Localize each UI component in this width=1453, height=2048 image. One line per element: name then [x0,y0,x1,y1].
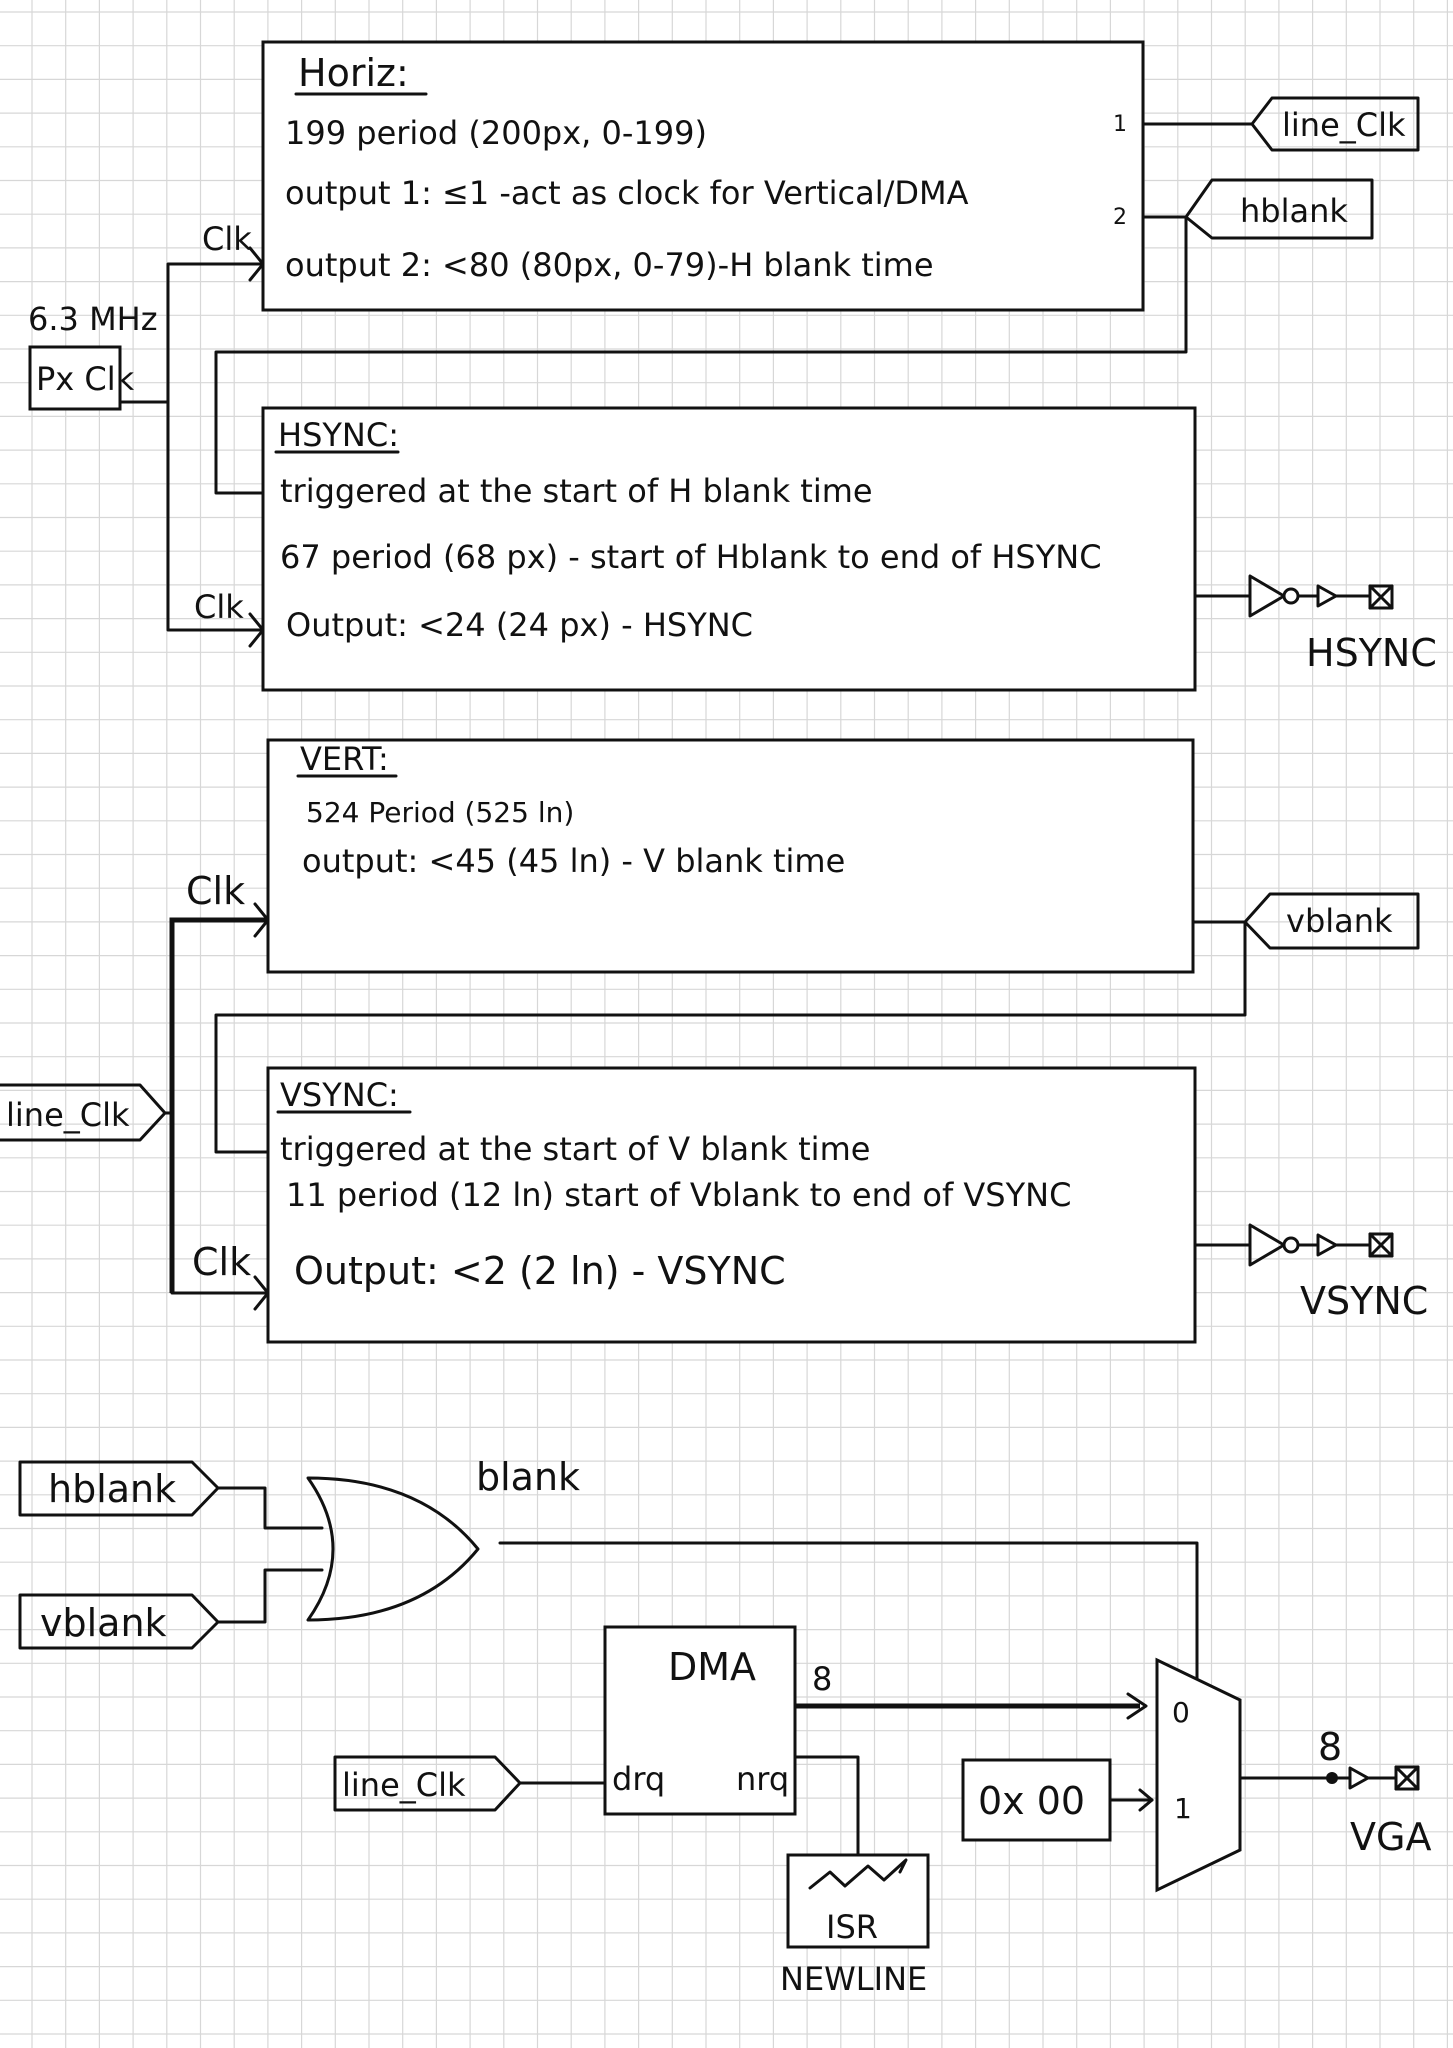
vsync-clk-label: Clk [192,1240,251,1284]
hsync-out-label: HSYNC [1306,631,1437,675]
blank-to-mux-select-wire [498,1541,1199,1686]
vert-clk-label: Clk [186,869,245,913]
vsync-line1: triggered at the start of V blank time [280,1130,870,1168]
dma-line-clk-label: line_Clk [342,1766,466,1804]
vga-bus-dot-icon [1326,1772,1338,1784]
dma-bus-width-label: 8 [812,1660,832,1698]
hsync-line1: triggered at the start of H blank time [280,472,873,510]
dma-line-clk-port [333,1755,522,1812]
mux1-arrow [1138,1788,1154,1812]
horiz-title: Horiz: [298,51,409,95]
hsync-block [261,406,1197,692]
blank-label: blank [476,1455,580,1499]
vsync-pin-icon [1368,1232,1394,1258]
isr-interrupt-icon [808,1858,908,1890]
vsync-out-label: VSYNC [1300,1279,1428,1323]
mux0-arrow [1126,1692,1148,1720]
horiz-line3: output 2: <80 (80px, 0-79)-H blank time [285,246,934,284]
mux-input1-label: 1 [1174,1792,1192,1825]
isr-block [786,1853,930,1949]
vga-pin-arrow-icon [1348,1766,1370,1790]
horiz-pin2-label: 2 [1113,205,1127,230]
vblank-in-port [18,1593,220,1650]
vga-pin-cross-b [1394,1765,1420,1791]
vert-line2: output: <45 (45 ln) - V blank time [302,842,845,880]
horiz-line1: 199 period (200px, 0-199) [285,114,707,152]
line-clk-in-label: line_Clk [6,1096,130,1134]
dma-nrq-label: nrq [736,1760,789,1798]
line-clk-to-vert-wire [169,917,268,1293]
hblank-out-port [1184,178,1374,240]
hsync-clk-label: Clk [194,588,244,626]
vsync-line3: Output: <2 (2 ln) - VSYNC [294,1249,786,1293]
const-label: 0x 00 [978,1779,1085,1823]
hsync-inverter-bubble [1282,587,1300,605]
vsync-block [266,1066,1197,1344]
vga-pin-icon [1394,1765,1420,1791]
px-clk-to-horiz-wire [118,262,265,404]
horiz-pin1-label: 1 [1113,112,1127,137]
vsync-pin-arrow-icon [1316,1233,1338,1257]
vert-block [266,738,1195,974]
horiz-clk-arrow [248,246,265,282]
const-box [961,1758,1112,1842]
px-clk-to-hsync-wire [166,400,265,632]
hsync-title: HSYNC: [278,416,399,454]
or-gate-icon [306,1476,480,1622]
isr-label: ISR [826,1908,878,1946]
vblank-to-or-wire [216,1568,324,1624]
vert-line1: 524 Period (525 ln) [306,796,574,829]
vsync-line2: 11 period (12 ln) start of Vblank to end… [286,1176,1071,1214]
mux-icon [1155,1657,1242,1893]
dma-title: DMA [668,1645,756,1689]
mux-input0-label: 0 [1172,1696,1190,1729]
dma-drq-label: drq [612,1760,665,1798]
vblank-trigger-wire [214,920,1247,1154]
hblank-in-label: hblank [48,1467,176,1511]
hblank-out-label: hblank [1240,192,1348,230]
horiz-line2: output 1: ≤1 -act as clock for Vertical/… [285,174,969,212]
vsync-pin-cross-b [1368,1232,1394,1258]
dma-block [603,1625,797,1816]
hsync-line3: Output: <24 (24 px) - HSYNC [286,606,753,644]
vert-title: VERT: [300,740,389,778]
vga-bus-width-label: 8 [1318,1725,1342,1769]
hblank-to-or-wire [216,1486,324,1530]
vga-label: VGA [1350,1815,1431,1859]
dma-to-isr-wire [793,1755,860,1857]
clock-frequency: 6.3 MHz [28,300,158,338]
horiz-clk-label: Clk [202,220,252,258]
vsync-title: VSYNC: [280,1076,399,1114]
vblank-in-label: vblank [40,1601,167,1645]
vblank-out-port [1243,892,1420,950]
hblank-in-port [18,1460,220,1517]
vsync-buffer-icon [1248,1223,1286,1267]
hblank-trigger-wire [214,215,1188,495]
line-clk-out-label: line_Clk [1282,106,1406,144]
vert-clk-arrow [253,902,270,938]
vsync-inverter-bubble [1282,1236,1300,1254]
isr-newline-label: NEWLINE [780,1960,927,1998]
line-clk-out-port [1250,96,1420,152]
vblank-out-label: vblank [1286,902,1393,940]
hsync-pin-arrow-icon [1316,584,1338,608]
hsync-pin-cross-b [1368,584,1394,610]
px-clock-label: Px Clk [36,360,135,398]
hsync-buffer-icon [1248,574,1286,618]
horiz-block [261,40,1145,312]
px-clock-box [28,345,122,411]
hsync-pin-icon [1368,584,1394,610]
hsync-line2: 67 period (68 px) - start of Hblank to e… [280,538,1102,576]
